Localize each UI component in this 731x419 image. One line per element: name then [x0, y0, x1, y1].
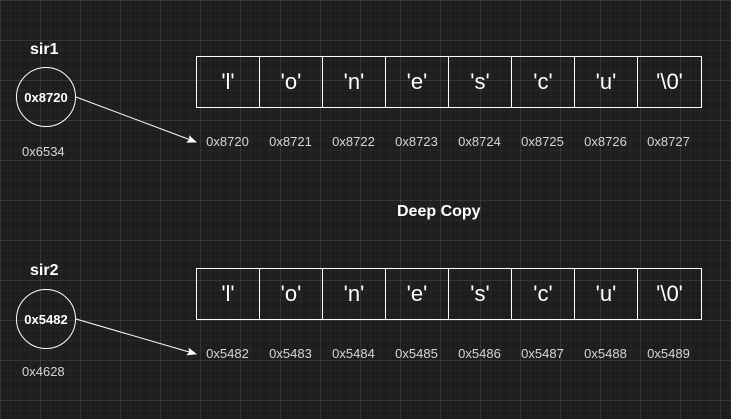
- address-row: 0x5482 0x5483 0x5484 0x5485 0x5486 0x548…: [196, 346, 700, 361]
- pointer-circle: 0x5482: [16, 289, 76, 349]
- cell-address: 0x8726: [584, 134, 627, 149]
- array-cell: 'o': [260, 57, 323, 107]
- array-cell: 'u': [575, 57, 638, 107]
- array-cell: 's': [449, 269, 512, 319]
- cell-address: 0x5488: [584, 346, 627, 361]
- cell-address: 0x5487: [521, 346, 564, 361]
- pointer-address: 0x6534: [22, 144, 65, 159]
- pointer-arrow: [75, 318, 197, 356]
- array-cell: 'c': [512, 57, 575, 107]
- array-cell: 'n': [323, 57, 386, 107]
- array-cell: 'u': [575, 269, 638, 319]
- cell-address: 0x5489: [647, 346, 690, 361]
- pointer-circle: 0x8720: [16, 67, 76, 127]
- address-row: 0x8720 0x8721 0x8722 0x8723 0x8724 0x872…: [196, 134, 700, 149]
- array-cell: '\0': [656, 69, 683, 94]
- array-cell: 'l': [197, 57, 260, 107]
- cell-address: 0x5484: [332, 346, 375, 361]
- array-cell: 'e': [386, 57, 449, 107]
- cell-address: 0x5482: [206, 346, 249, 361]
- array-cell: 'o': [260, 269, 323, 319]
- array-cell: 'n': [323, 269, 386, 319]
- cell-address: 0x5483: [269, 346, 312, 361]
- char-array: 'l' 'o' 'n' 'e' 's' 'c' 'u' '\0': [196, 56, 702, 108]
- pointer-address: 0x4628: [22, 364, 65, 379]
- array-cell: 'c': [512, 269, 575, 319]
- cell-address: 0x8723: [395, 134, 438, 149]
- array-cell: 'l': [197, 269, 260, 319]
- char-array: 'l' 'o' 'n' 'e' 's' 'c' 'u' '\0': [196, 268, 702, 320]
- pointer-name: sir1: [30, 41, 59, 58]
- array-cell: 's': [449, 57, 512, 107]
- cell-address: 0x8721: [269, 134, 312, 149]
- cell-address: 0x8724: [458, 134, 501, 149]
- cell-address: 0x8722: [332, 134, 375, 149]
- cell-address: 0x8720: [206, 134, 249, 149]
- cell-address: 0x8725: [521, 134, 564, 149]
- pointer-name: sir2: [30, 262, 59, 279]
- pointer-arrow: [75, 96, 197, 143]
- array-cell: 'e': [386, 269, 449, 319]
- diagram-title: Deep Copy: [397, 203, 481, 220]
- cell-address: 0x5486: [458, 346, 501, 361]
- cell-address: 0x8727: [647, 134, 690, 149]
- array-cell: '\0': [656, 281, 683, 306]
- cell-address: 0x5485: [395, 346, 438, 361]
